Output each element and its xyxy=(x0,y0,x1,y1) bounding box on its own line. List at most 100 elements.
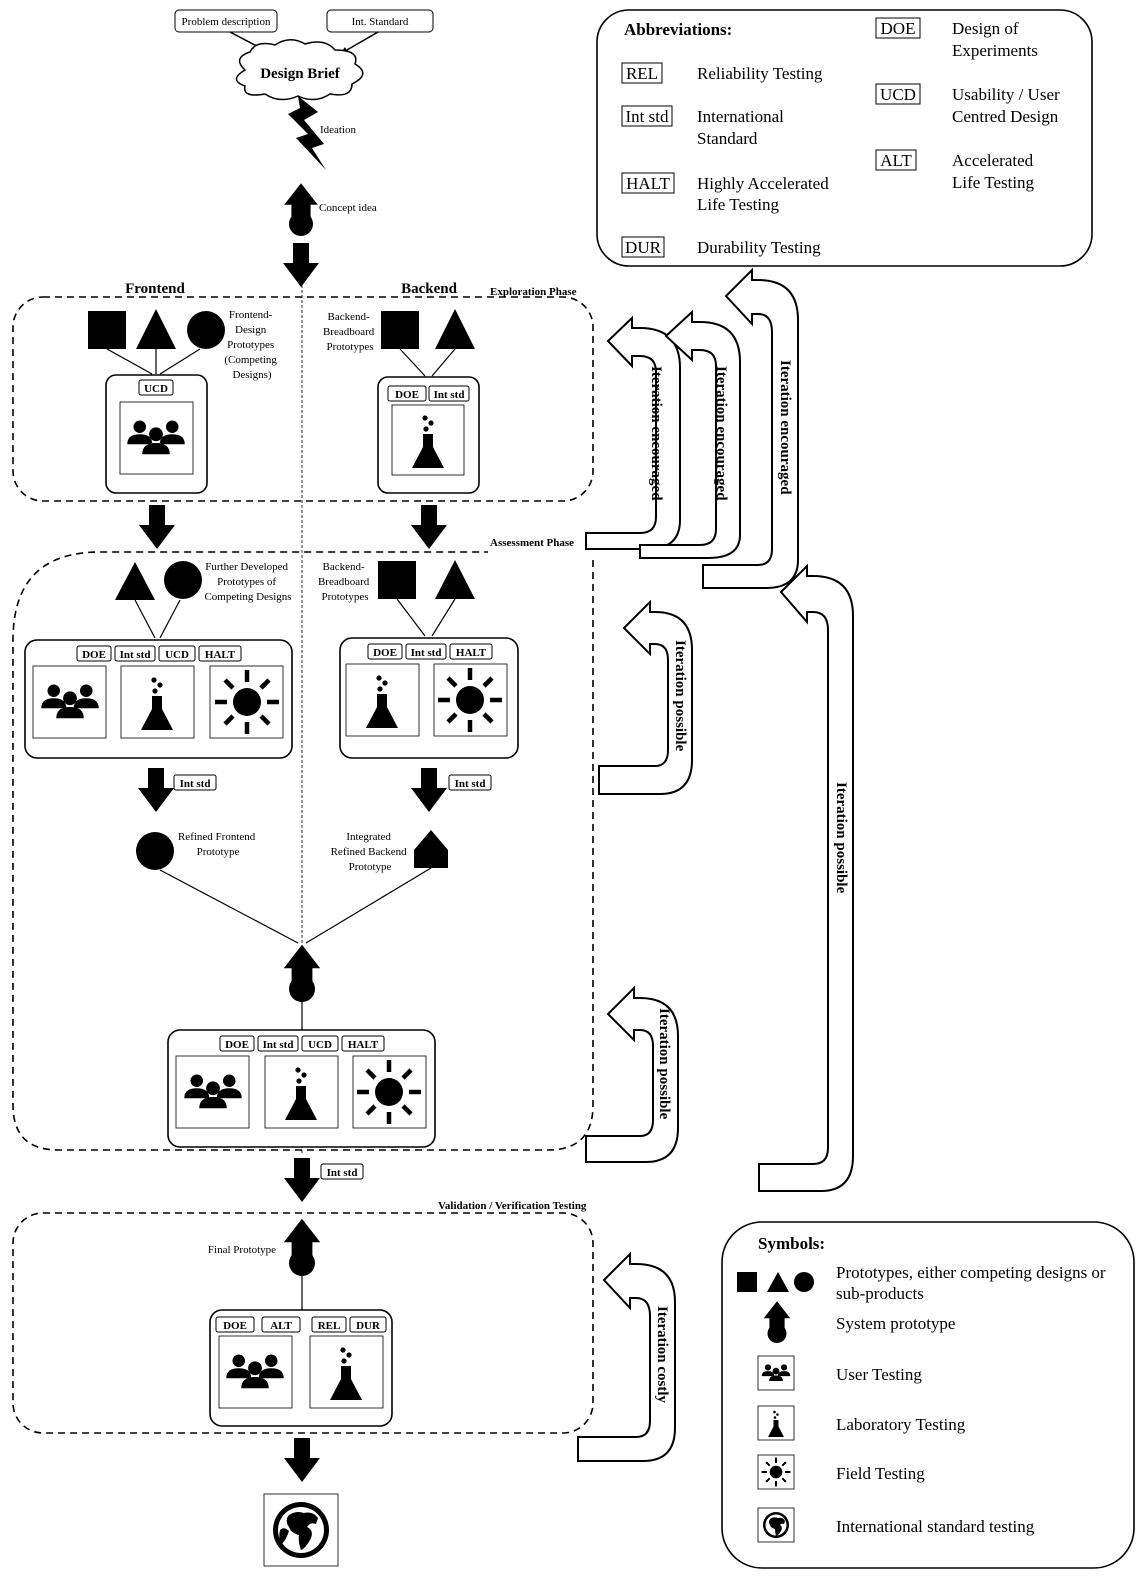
iteration-possible-label-1: Iteration possible xyxy=(672,640,688,752)
rel-tag: REL xyxy=(318,1320,341,1332)
triangle-prototype-icon xyxy=(435,560,475,599)
final-prototype-label: Final Prototype xyxy=(208,1244,276,1256)
doe-tag: DOE xyxy=(373,647,397,659)
svg-text:Accelerated: Accelerated xyxy=(952,151,1034,170)
halt-tag: HALT xyxy=(348,1039,379,1051)
refined-frontend-label: Refined Frontend Prototype xyxy=(178,831,258,858)
iteration-possible-arrow-2 xyxy=(585,985,679,1163)
down-arrow-icon xyxy=(284,1158,320,1202)
symbols-legend xyxy=(721,1221,1135,1569)
svg-text:DUR: DUR xyxy=(625,238,662,257)
abbreviations-title: Abbreviations: xyxy=(624,20,732,39)
doe-tag xyxy=(387,385,427,402)
down-arrow-icon xyxy=(411,505,447,549)
svg-text:Life Testing: Life Testing xyxy=(952,173,1035,192)
fe-design-prototypes-label: Frontend- Design Prototypes (Competing D… xyxy=(224,309,279,381)
problem-description-box xyxy=(174,9,278,33)
symbol-prototypes-label: Prototypes, either competing designs or … xyxy=(836,1263,1110,1303)
doe-tag: DOE xyxy=(225,1039,249,1051)
be-breadboard-label-2: Backend- Breadboard Prototypes xyxy=(318,561,372,603)
assessment-phase-label: Assessment Phase xyxy=(490,537,574,549)
svg-text:Usability / User: Usability / User xyxy=(952,85,1060,104)
int-std-tag: Int std xyxy=(180,778,211,790)
svg-text:Durability Testing: Durability Testing xyxy=(697,238,821,257)
symbol-lab-testing-label: Laboratory Testing xyxy=(836,1415,966,1434)
svg-text:Reliability Testing: Reliability Testing xyxy=(697,64,823,83)
svg-text:Experiments: Experiments xyxy=(952,41,1038,60)
down-arrow-icon xyxy=(283,243,319,287)
svg-text:Life Testing: Life Testing xyxy=(697,195,780,214)
iteration-possible-arrow-1 xyxy=(598,599,693,795)
svg-text:Design of: Design of xyxy=(952,19,1019,38)
ucd-tag: UCD xyxy=(308,1039,332,1051)
circle-prototype-icon xyxy=(164,561,202,599)
alt-tag: ALT xyxy=(270,1320,292,1332)
svg-text:Int std: Int std xyxy=(626,107,669,126)
symbol-international-standard-label: International standard testing xyxy=(836,1517,1035,1536)
svg-text:Standard: Standard xyxy=(697,129,758,148)
iteration-encouraged-label-2: Iteration encouraged xyxy=(713,366,729,501)
iteration-possible-label-3: Iteration possible xyxy=(833,782,849,894)
design-brief-cloud xyxy=(235,39,364,101)
int-standard-label: Int. Standard xyxy=(352,16,409,28)
validation-phase-label: Validation / Verification Testing xyxy=(438,1200,587,1212)
integrated-backend-label: Integrated Refined Backend Prototype xyxy=(331,831,410,873)
iteration-costly-label: Iteration costly xyxy=(654,1306,670,1404)
circle-prototype-icon xyxy=(187,311,225,349)
final-system-prototype-icon xyxy=(283,1218,321,1276)
integrated-backend-prototype-icon xyxy=(414,830,448,868)
iteration-arrows xyxy=(577,267,854,1462)
concept-idea-label: Concept idea xyxy=(319,202,377,214)
exploration-phase-label: Exploration Phase xyxy=(490,286,577,298)
iteration-possible-label-2: Iteration possible xyxy=(656,1008,672,1120)
validation-phase-box xyxy=(12,1212,594,1434)
svg-text:Int std: Int std xyxy=(434,389,465,401)
globe-icon xyxy=(763,1512,789,1538)
symbol-field-testing-label: Field Testing xyxy=(836,1464,925,1483)
ideation-label: Ideation xyxy=(320,124,357,136)
iteration-encouraged-arrow-2 xyxy=(639,309,741,559)
square-prototype-icon xyxy=(381,311,419,349)
svg-text:Highly Accelerated: Highly Accelerated xyxy=(697,174,829,193)
iteration-encouraged-label-3: Iteration encouraged xyxy=(777,360,793,495)
svg-text:Centred Design: Centred Design xyxy=(952,107,1059,126)
int-std-tag: Int std xyxy=(263,1039,294,1051)
system-prototype-icon xyxy=(283,944,321,1002)
triangle-prototype-icon xyxy=(115,562,155,600)
down-arrow-icon xyxy=(139,505,175,549)
abbreviations-legend xyxy=(596,9,1093,267)
square-prototype-icon xyxy=(88,311,126,349)
down-arrow-icon xyxy=(411,768,447,812)
refined-frontend-prototype-icon xyxy=(136,832,174,870)
exploration-phase-box xyxy=(12,296,594,502)
iteration-encouraged-arrow-1 xyxy=(585,315,681,550)
int-standard-box xyxy=(326,9,434,33)
doe-tag: DOE xyxy=(223,1320,247,1332)
shapes-icon xyxy=(737,1272,814,1292)
halt-tag: HALT xyxy=(205,649,236,661)
int-std-tag xyxy=(428,385,470,402)
svg-text:UCD: UCD xyxy=(144,383,168,395)
down-arrow-icon xyxy=(138,768,174,812)
svg-text:REL: REL xyxy=(626,64,658,83)
down-arrow-icon xyxy=(284,1438,320,1482)
frontend-heading: Frontend xyxy=(125,281,185,297)
triangle-prototype-icon xyxy=(435,309,475,349)
globe-icon xyxy=(273,1502,329,1558)
svg-text:UCD: UCD xyxy=(880,85,916,104)
be-breadboard-label-1: Backend- Breadboard Prototypes xyxy=(323,311,377,353)
iteration-encouraged-arrow-3 xyxy=(702,267,799,589)
backend-heading: Backend xyxy=(401,281,458,297)
svg-text:International: International xyxy=(697,107,784,126)
svg-text:DOE: DOE xyxy=(395,389,419,401)
design-brief-label: Design Brief xyxy=(260,66,341,82)
int-std-tag: Int std xyxy=(411,647,442,659)
ucd-tag xyxy=(138,379,174,396)
square-prototype-icon xyxy=(378,561,416,599)
triangle-prototype-icon xyxy=(136,309,176,349)
svg-text:DOE: DOE xyxy=(881,19,916,38)
halt-tag: HALT xyxy=(456,647,487,659)
int-std-tag: Int std xyxy=(455,778,486,790)
